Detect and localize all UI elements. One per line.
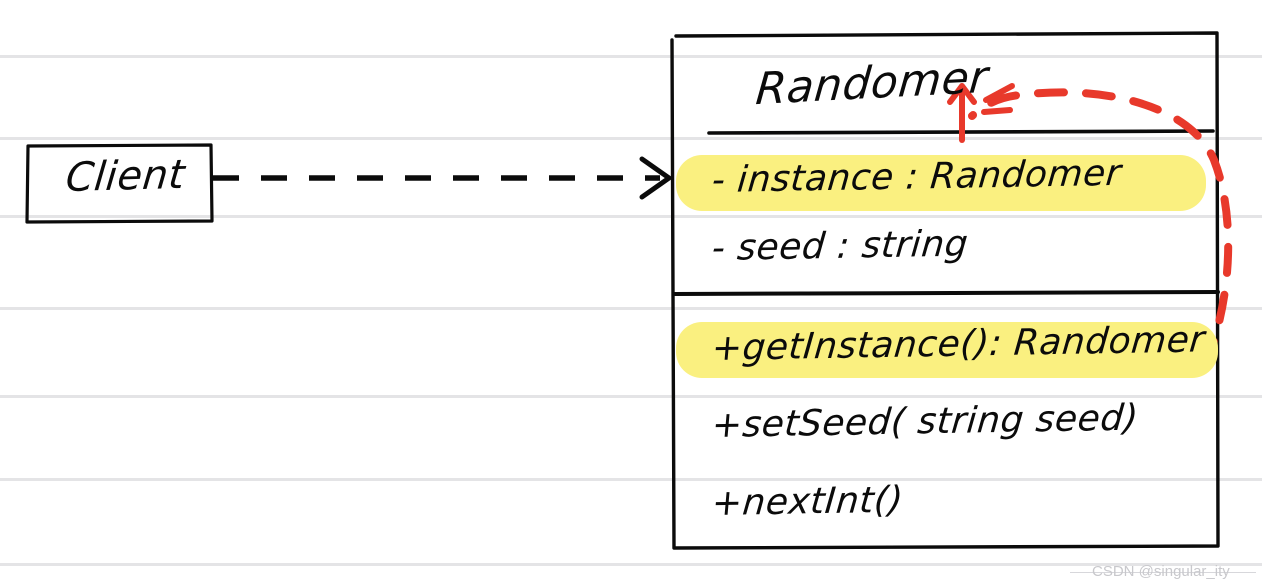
paper-rule-line bbox=[0, 307, 1262, 310]
self-reference-curve bbox=[947, 83, 1233, 370]
watermark-strikethrough bbox=[1070, 572, 1256, 573]
operation-setseed: +setSeed( string seed) bbox=[710, 397, 1141, 447]
dependency-dashed-arrow bbox=[213, 156, 674, 200]
paper-rule-line bbox=[0, 137, 1262, 140]
operation-nextint: +nextInt() bbox=[710, 479, 905, 525]
up-arrow-icon bbox=[947, 83, 977, 143]
paper-rule-line bbox=[0, 215, 1262, 218]
operation-getinstance: +getInstance(): Randomer bbox=[710, 319, 1207, 370]
client-class-name: Client bbox=[63, 151, 187, 202]
attribute-seed: - seed : string bbox=[710, 223, 970, 270]
highlight-instance-attribute bbox=[676, 155, 1206, 211]
client-class-box bbox=[25, 143, 214, 224]
paper-rule-line bbox=[0, 55, 1262, 58]
paper-rule-line bbox=[0, 563, 1262, 566]
attributes-operations-divider bbox=[673, 290, 1220, 296]
highlight-getinstance-operation bbox=[676, 322, 1218, 378]
e-mark-icon bbox=[981, 83, 1015, 115]
paper-rule-line bbox=[0, 478, 1262, 481]
watermark-label: CSDN @singular_ity bbox=[1092, 563, 1230, 580]
paper-rule-line bbox=[0, 395, 1262, 398]
attribute-instance: - instance : Randomer bbox=[710, 152, 1123, 202]
